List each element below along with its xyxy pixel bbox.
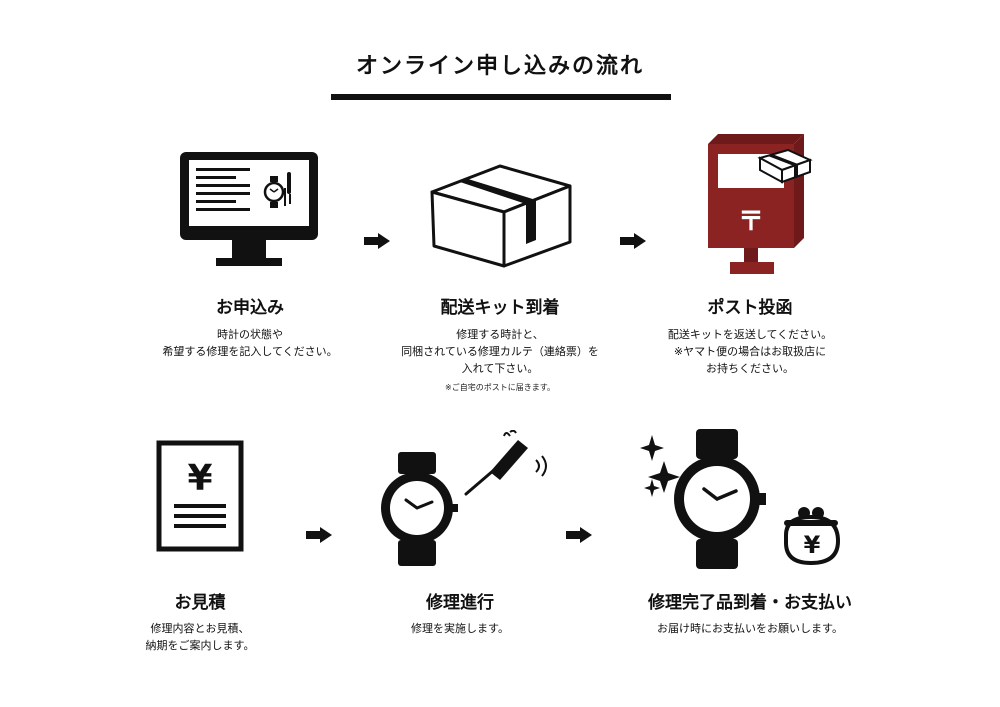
step-description: 修理を実施します。: [411, 622, 509, 635]
yen-mark: ¥: [804, 531, 821, 559]
step-description: 修理内容とお見積、 納期をご案内します。: [145, 622, 255, 652]
cardboard-box-icon: [430, 164, 572, 268]
step-title: お申込み: [216, 298, 284, 318]
step-estimate: ¥ お見積 修理内容とお見積、 納期をご案内します。: [100, 430, 300, 660]
step-description: 時計の状態や 希望する修理を記入してください。: [162, 328, 338, 358]
step-post-drop: 〒 ポスト投函 配送キットを返送してください。 ※ヤマト便の場合はお取扱店に お…: [640, 130, 860, 390]
title-underline: [331, 94, 671, 100]
step-delivery-payment: ¥ 修理完了品到着・お支払い お届け時にお支払いをお願いします。: [600, 420, 900, 660]
estimate-document-icon: ¥: [156, 440, 244, 552]
step-description: 配送キットを返送してください。 ※ヤマト便の場合はお取扱店に お持ちください。: [667, 328, 833, 375]
arrow-right-icon: [364, 233, 390, 249]
post-mark: 〒: [738, 207, 764, 237]
step-repair: 修理進行 修理を実施します。: [360, 430, 560, 660]
step-title: お見積: [174, 593, 226, 613]
step-title: 修理完了品到着・お支払い: [648, 593, 852, 613]
yen-mark: ¥: [187, 458, 212, 499]
step-kit-arrival: 配送キット到着 修理する時計と、 同梱されている修理カルテ（連絡票）を 入れて下…: [390, 140, 610, 400]
step-title: ポスト投函: [707, 298, 793, 318]
arrow-right-icon: [620, 233, 646, 249]
page-title: オンライン申し込みの流れ: [355, 54, 644, 79]
step-note: ※ご自宅のポストに届きます。: [445, 383, 555, 392]
step-title: 配送キット到着: [440, 298, 560, 318]
computer-monitor-icon: [180, 152, 318, 266]
step-description: お届け時にお支払いをお願いします。: [657, 622, 843, 635]
arrow-right-icon: [306, 527, 332, 543]
watch-repair-icon: [381, 430, 547, 566]
step-description: 修理する時計と、 同梱されている修理カルテ（連絡票）を 入れて下さい。: [401, 328, 599, 375]
arrow-right-icon: [566, 527, 592, 543]
post-box-icon: 〒: [708, 134, 813, 274]
step-apply: お申込み 時計の状態や 希望する修理を記入してください。: [150, 140, 350, 370]
step-title: 修理進行: [426, 593, 494, 613]
watch-and-purse-icon: ¥: [640, 429, 841, 569]
